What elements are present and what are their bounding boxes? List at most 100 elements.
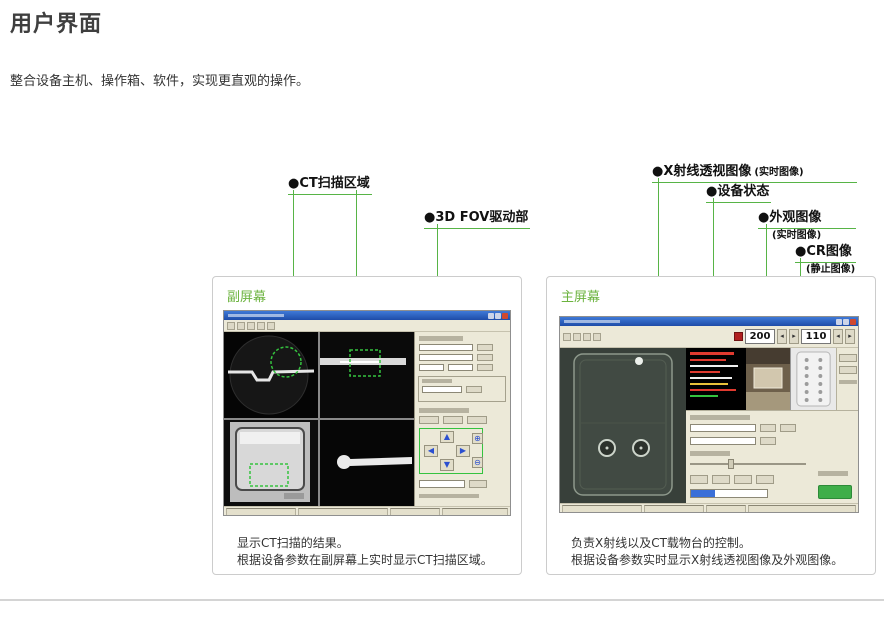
callout-label: ●CR图像 bbox=[795, 244, 852, 259]
status-bar bbox=[560, 503, 858, 512]
step-forward-icon: ▸ bbox=[789, 329, 799, 344]
callout-note: (实时图像) bbox=[754, 167, 804, 178]
titlebar-text-placeholder bbox=[228, 314, 284, 317]
stage-control-panel bbox=[686, 410, 858, 503]
fluoroscopy-image bbox=[560, 348, 686, 503]
toolbar-button bbox=[573, 332, 581, 341]
toolbar-button bbox=[583, 332, 591, 341]
xray-on-indicator bbox=[734, 332, 743, 341]
ct-control-panel: ▲ ◀ ▶ ▼ ⊕ ⊖ bbox=[414, 332, 510, 506]
window-titlebar bbox=[224, 311, 510, 320]
callout-label: ●外观图像 bbox=[758, 210, 822, 225]
control-button bbox=[839, 366, 857, 374]
maximize-icon bbox=[843, 318, 849, 325]
control-button bbox=[477, 354, 493, 361]
status-cell bbox=[706, 505, 746, 512]
callout-ct-scan-area: ●CT扫描区域 bbox=[288, 172, 372, 195]
control-input bbox=[419, 344, 473, 351]
page-title: 用户界面 bbox=[10, 12, 103, 37]
main-screen-label: 主屏幕 bbox=[561, 290, 601, 305]
control-label-placeholder bbox=[422, 379, 452, 383]
callout-label: ●X射线透视图像 bbox=[652, 164, 752, 179]
control-input bbox=[690, 424, 756, 432]
appearance-image-content bbox=[746, 348, 790, 410]
main-screen-panel: 主屏幕 200 ◂ ▸ 110 ◂ bbox=[546, 276, 876, 575]
status-text-line bbox=[690, 365, 738, 367]
callout-line-xray-image bbox=[658, 178, 659, 350]
callout-device-status: ●设备状态 bbox=[706, 180, 772, 203]
ct-slice-quadrant bbox=[224, 332, 318, 418]
callout-label: ●设备状态 bbox=[706, 184, 770, 199]
toolbar-button bbox=[563, 332, 571, 341]
control-button bbox=[760, 424, 776, 432]
progress-bar bbox=[690, 489, 768, 498]
window-buttons bbox=[488, 312, 508, 319]
status-cell bbox=[562, 505, 642, 512]
cr-image bbox=[790, 348, 836, 410]
control-button bbox=[734, 475, 752, 484]
start-button bbox=[818, 485, 852, 499]
control-button bbox=[690, 475, 708, 484]
minimize-icon bbox=[488, 312, 494, 319]
status-cell bbox=[298, 508, 388, 515]
control-label-placeholder bbox=[419, 408, 469, 413]
slider-thumb bbox=[728, 459, 734, 469]
control-button bbox=[419, 416, 439, 424]
control-button bbox=[443, 416, 463, 424]
status-text-line bbox=[690, 371, 720, 373]
control-button bbox=[477, 364, 493, 371]
main-screen-workspace bbox=[560, 348, 858, 503]
toolbar-button bbox=[247, 321, 255, 330]
control-button bbox=[756, 475, 774, 484]
control-label-placeholder bbox=[690, 451, 730, 456]
arrow-up-icon: ▲ bbox=[440, 431, 454, 443]
fov-drive-pad: ▲ ◀ ▶ ▼ ⊕ ⊖ bbox=[419, 428, 483, 474]
status-text-line bbox=[690, 352, 734, 355]
page-subtitle: 整合设备主机、操作箱、软件，实现更直观的操作。 bbox=[10, 74, 310, 89]
status-cell bbox=[748, 505, 856, 512]
caption-line: 根据设备参数实时显示X射线透视图像及外观图像。 bbox=[571, 553, 844, 567]
ct-scan-area-marker bbox=[349, 349, 381, 377]
image-tool-strip bbox=[836, 348, 858, 410]
control-input bbox=[448, 364, 473, 371]
needle-view-quadrant bbox=[320, 420, 414, 506]
side-view-image bbox=[320, 332, 414, 418]
callout-appearance-note: (实时图像) bbox=[772, 230, 822, 241]
callout-appearance-image: ●外观图像 bbox=[758, 206, 856, 229]
control-input bbox=[419, 354, 473, 361]
control-group bbox=[418, 376, 506, 402]
needle-view-image bbox=[320, 420, 414, 506]
callout-line-device-status bbox=[713, 198, 714, 346]
caption-line: 显示CT扫描的结果。 bbox=[237, 536, 349, 550]
arrow-right-icon: ▶ bbox=[456, 445, 470, 457]
secondary-screen-caption: 显示CT扫描的结果。 根据设备参数在副屏幕上实时显示CT扫描区域。 bbox=[237, 535, 493, 569]
cr-image-content bbox=[791, 348, 836, 410]
step-back-icon: ◂ bbox=[777, 329, 787, 344]
window-buttons bbox=[836, 318, 856, 325]
toolbar-button bbox=[257, 321, 265, 330]
ct-image-grid bbox=[224, 332, 414, 506]
control-button bbox=[477, 344, 493, 351]
caption-line: 根据设备参数在副屏幕上实时显示CT扫描区域。 bbox=[237, 553, 493, 567]
main-screen-screenshot: 200 ◂ ▸ 110 ◂ ▸ bbox=[559, 316, 859, 513]
maximize-icon bbox=[495, 312, 501, 319]
minimize-icon bbox=[836, 318, 842, 325]
callout-label: ●CT扫描区域 bbox=[288, 176, 370, 191]
control-button bbox=[780, 424, 796, 432]
status-cell bbox=[226, 508, 296, 515]
side-view-quadrant bbox=[320, 332, 414, 418]
status-text-line bbox=[690, 377, 732, 379]
callout-cr-note: (静止图像) bbox=[806, 264, 856, 275]
secondary-screen-panel: 副屏幕 bbox=[212, 276, 522, 575]
step-back-icon: ◂ bbox=[833, 329, 843, 344]
control-label-placeholder bbox=[419, 336, 463, 341]
device-status-panel bbox=[686, 348, 746, 410]
control-button bbox=[466, 386, 482, 393]
ct-slice-image bbox=[224, 332, 318, 418]
control-button bbox=[467, 416, 487, 424]
window-titlebar bbox=[560, 317, 858, 326]
control-button bbox=[469, 480, 487, 488]
status-cell bbox=[390, 508, 440, 515]
ma-display: 110 bbox=[801, 329, 831, 344]
